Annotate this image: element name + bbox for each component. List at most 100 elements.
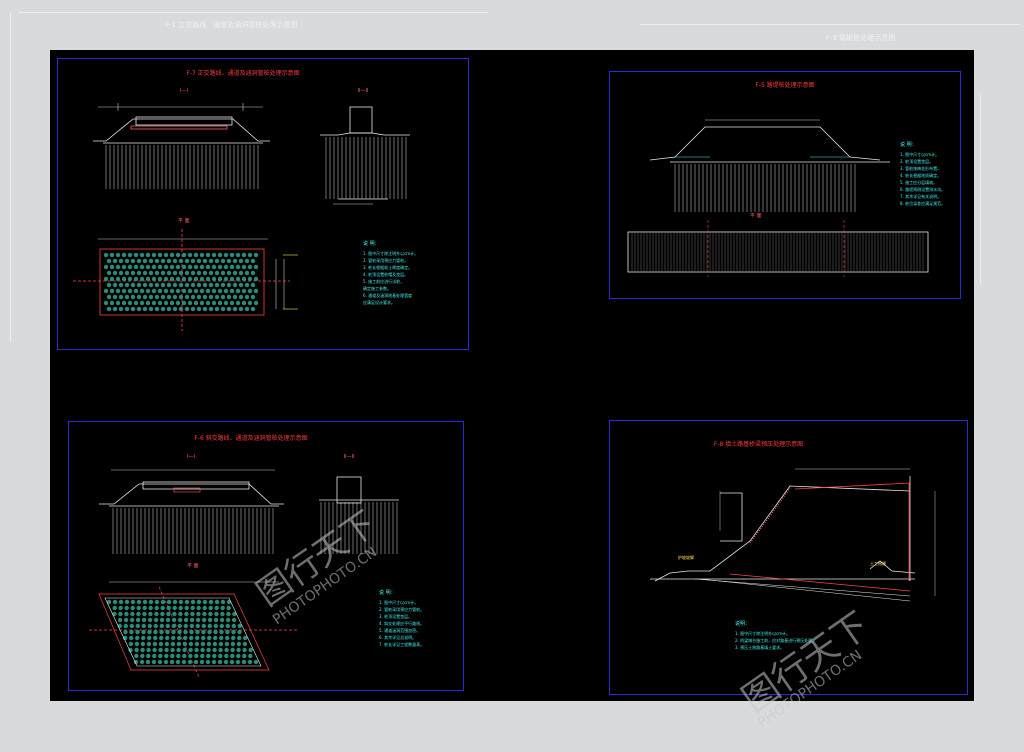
pile-dot bbox=[124, 282, 130, 288]
pile-dot bbox=[124, 294, 130, 300]
pile-dot bbox=[152, 647, 157, 653]
pile-dot bbox=[226, 258, 232, 264]
pile-dot bbox=[109, 288, 115, 294]
pile-dot bbox=[172, 599, 178, 605]
pile-dot bbox=[118, 611, 123, 617]
pile-dot bbox=[247, 276, 253, 282]
pile-dot bbox=[160, 258, 166, 264]
pile-dot bbox=[184, 282, 190, 288]
pile-dot bbox=[224, 641, 230, 647]
pile-dot bbox=[202, 611, 207, 617]
pile-dot bbox=[207, 629, 212, 635]
pile-dot bbox=[242, 653, 247, 659]
pile-dot bbox=[163, 300, 169, 306]
note-line: 3. 桩长根据软土厚度确定。 bbox=[363, 265, 413, 270]
note-line: 3. 预压土按路基填土要求。 bbox=[735, 645, 785, 650]
pile-dot bbox=[142, 611, 147, 617]
pile-dot bbox=[202, 258, 208, 264]
note-line: 1. 图中尺寸以cm计。 bbox=[900, 152, 940, 157]
pile-dot bbox=[229, 659, 235, 665]
pile-dot bbox=[223, 288, 229, 294]
pile-dot bbox=[148, 294, 154, 300]
pile-dot bbox=[202, 282, 208, 288]
pile-dot bbox=[172, 282, 178, 288]
pile-dot bbox=[196, 282, 202, 288]
pile-dot bbox=[178, 605, 183, 611]
pile-dot bbox=[208, 282, 214, 288]
pile-dot bbox=[187, 300, 193, 306]
note-line: 应满足设计要求。 bbox=[363, 300, 395, 305]
pile-dot bbox=[178, 258, 184, 264]
pile-dot bbox=[195, 623, 200, 629]
pile-dot bbox=[112, 605, 117, 611]
pile-dot bbox=[219, 617, 225, 623]
pile-dot bbox=[206, 653, 211, 659]
pile-dot bbox=[229, 288, 235, 294]
pile-dot bbox=[181, 300, 187, 306]
pile-dot bbox=[160, 611, 165, 617]
pile-dot bbox=[115, 252, 121, 258]
pile-dot bbox=[214, 258, 220, 264]
pile-dot bbox=[231, 635, 236, 641]
pile-dot bbox=[183, 623, 188, 629]
pile-dot bbox=[172, 270, 178, 276]
notes-heading: 说 明： bbox=[379, 590, 396, 596]
pile-dot bbox=[171, 617, 177, 623]
pile-dot bbox=[129, 617, 135, 623]
pile-dot bbox=[232, 270, 238, 276]
pile-dot bbox=[208, 270, 214, 276]
pile-dot bbox=[165, 617, 171, 623]
pile-dot bbox=[163, 288, 169, 294]
pile-dot bbox=[199, 300, 205, 306]
pile-dot bbox=[202, 294, 208, 300]
pile-dot bbox=[199, 276, 205, 282]
pile-dot bbox=[159, 629, 164, 635]
pile-dot bbox=[166, 294, 172, 300]
pile-dot bbox=[106, 294, 112, 300]
pile-dot bbox=[154, 270, 160, 276]
pile-dot bbox=[124, 605, 129, 611]
pile-dot bbox=[118, 294, 124, 300]
pile-dot bbox=[157, 288, 163, 294]
pile-dot bbox=[163, 264, 169, 270]
pile-dot bbox=[139, 300, 145, 306]
pile-dot bbox=[106, 270, 112, 276]
pile-dot bbox=[235, 659, 241, 665]
pile-dot bbox=[153, 629, 158, 635]
pile-dot bbox=[178, 611, 183, 617]
pile-dot bbox=[124, 306, 130, 312]
pile-dot bbox=[154, 306, 160, 312]
pile-dot bbox=[184, 294, 190, 300]
pile-dot bbox=[169, 276, 175, 282]
pile-dot bbox=[112, 599, 118, 605]
pile-dot bbox=[201, 635, 206, 641]
pile-dot bbox=[193, 264, 199, 270]
pile-dot bbox=[145, 288, 151, 294]
pile-dot bbox=[181, 288, 187, 294]
pile-dot bbox=[190, 306, 196, 312]
pile-dot bbox=[133, 300, 139, 306]
pile-dot bbox=[121, 276, 127, 282]
section-label: Ⅱ—Ⅱ bbox=[344, 454, 354, 460]
pile-dot bbox=[195, 635, 200, 641]
pile-dot bbox=[238, 270, 244, 276]
pile-dot bbox=[175, 288, 181, 294]
pile-dot bbox=[169, 288, 175, 294]
pile-dot bbox=[146, 641, 152, 647]
notes-heading: 说 明： bbox=[363, 241, 380, 247]
pile-dot bbox=[214, 599, 220, 605]
pile-dot bbox=[241, 252, 247, 258]
pile-dot bbox=[181, 276, 187, 282]
pile-dot bbox=[170, 641, 176, 647]
pile-dot bbox=[171, 629, 176, 635]
pile-dot bbox=[247, 659, 253, 665]
pile-dot bbox=[103, 264, 109, 270]
pile-dot bbox=[112, 294, 118, 300]
note-line: 7. 桩长详见工程数量表。 bbox=[379, 642, 425, 647]
pile-dot bbox=[157, 252, 163, 258]
section-label: Ⅱ—Ⅱ bbox=[358, 88, 368, 94]
pile-dot bbox=[164, 641, 170, 647]
pile-dot bbox=[229, 276, 235, 282]
pile-dot bbox=[175, 252, 181, 258]
pile-dot bbox=[142, 270, 148, 276]
